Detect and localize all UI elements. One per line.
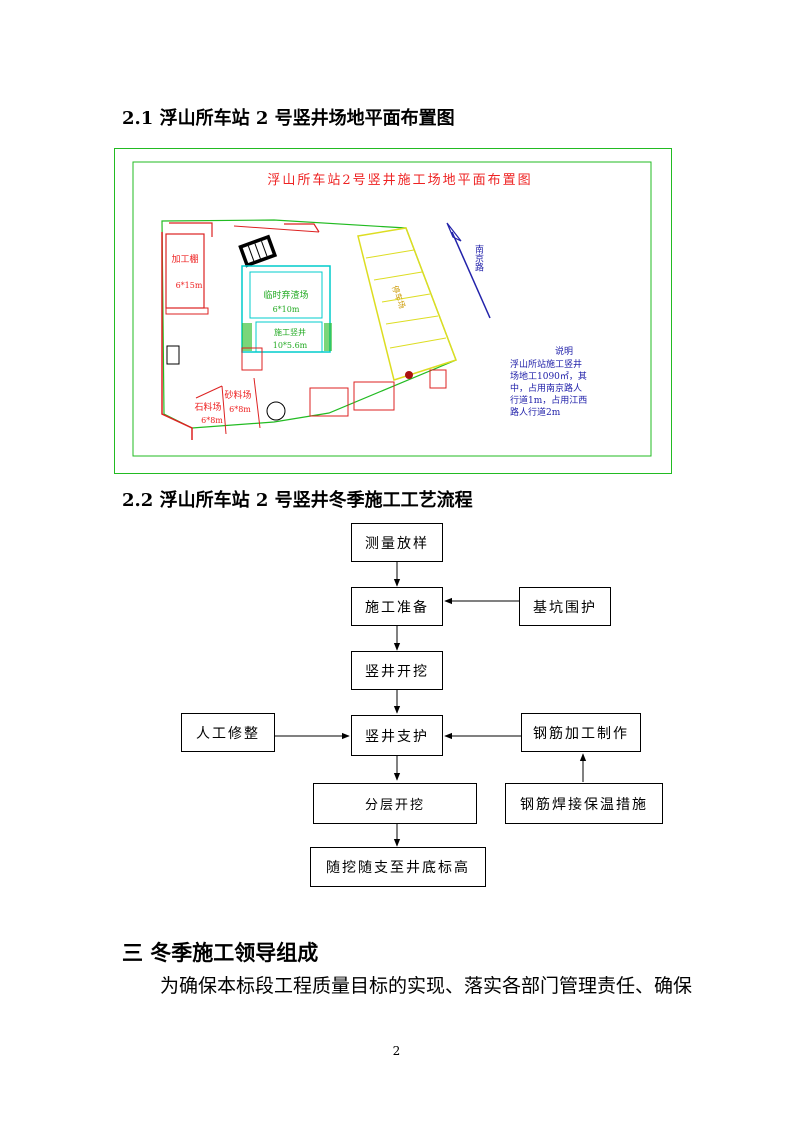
road-label: 南京路	[473, 243, 484, 272]
shaft-size: 10*5.6m	[273, 341, 308, 350]
flow-shaft-excavate-text: 竖井开挖	[365, 663, 429, 680]
flow-rebar-weld-text: 钢筋焊接保温措施	[520, 796, 648, 813]
gate-symbol	[166, 345, 180, 365]
shaft	[255, 321, 323, 353]
flow-manual-trim-text: 人工修整	[196, 725, 260, 742]
outer-frame	[114, 148, 672, 474]
note-line-3: 中，占用南京路人	[510, 382, 582, 394]
flow-box-rebar-weld: 钢筋焊接保温措施	[505, 783, 663, 824]
page-number: 2	[392, 1044, 401, 1058]
section-2-1-heading: 2.1 浮山所车站 2 号竖井场地平面布置图	[122, 108, 455, 129]
processing-shed-size: 6*15m	[176, 281, 203, 290]
small-store	[241, 347, 263, 371]
store-1	[309, 387, 349, 417]
flow-final-text: 随挖随支至井底标高	[326, 860, 470, 876]
flow-shaft-support-text: 竖井支护	[365, 728, 429, 745]
equipment-block	[238, 234, 278, 268]
note-title: 说明	[555, 345, 573, 357]
marker	[405, 371, 413, 379]
flow-box-prep: 施工准备	[351, 587, 443, 626]
temp-stockyard	[249, 271, 323, 319]
flow-box-final: 随挖随支至井底标高	[310, 847, 486, 887]
flow-box-manual-trim: 人工修整	[181, 713, 275, 752]
flow-box-pit-protect: 基坑围护	[519, 587, 611, 626]
stone-yard-label: 石料场	[194, 401, 221, 413]
flow-box-shaft-support: 竖井支护	[351, 715, 443, 756]
section-2-2-heading: 2.2 浮山所车站 2 号竖井冬季施工工艺流程	[122, 490, 473, 511]
site-plan-title: 浮山所车站2号竖井施工场地平面布置图	[267, 172, 532, 188]
site-plan-drawing: 浮山所车站2号竖井施工场地平面布置图 加工棚 6*15m 临时弃渣场 6*10m…	[114, 148, 672, 474]
section-3-paragraph: 为确保本标段工程质量目标的实现、落实各部门管理责任、确保	[160, 975, 693, 997]
temp-stockyard-label: 临时弃渣场	[263, 289, 308, 301]
note-line-2: 场地工1090㎡，其	[510, 370, 587, 382]
note-line-5: 路人行道2m	[510, 406, 561, 418]
road-arrow-line	[451, 231, 491, 319]
sand-yard-label: 砂料场	[224, 389, 251, 401]
flow-pit-protect-text: 基坑围护	[533, 599, 597, 616]
water-tank	[266, 401, 286, 421]
shed-hatch	[165, 307, 209, 315]
flow-box-rebar-make: 钢筋加工制作	[521, 713, 641, 752]
temp-stockyard-size: 6*10m	[273, 305, 300, 314]
road-arrow-head	[446, 222, 462, 242]
shaft-hatch-left	[242, 323, 252, 351]
flow-prep-text: 施工准备	[365, 599, 429, 616]
stone-yard-size: 6*8m	[201, 416, 223, 425]
parking-area	[357, 227, 457, 381]
note-line-4: 行道1m，占用江西	[510, 394, 587, 406]
flow-rebar-make-text: 钢筋加工制作	[533, 725, 629, 742]
shaft-hatch-right	[324, 323, 332, 351]
flow-box-survey: 测量放样	[351, 523, 443, 562]
flow-survey-text: 测量放样	[365, 535, 429, 552]
store-2	[353, 381, 395, 411]
flow-layer-excavate-text: 分层开挖	[364, 798, 425, 813]
flow-box-shaft-excavate: 竖井开挖	[351, 651, 443, 690]
sand-yard-size: 6*8m	[229, 405, 251, 414]
processing-shed-label: 加工棚	[171, 253, 198, 265]
inner-frame	[132, 161, 652, 457]
note-line-1: 浮山所站施工竖井	[510, 358, 582, 370]
guard-box	[429, 369, 447, 389]
shaft-label: 施工竖井	[274, 327, 306, 337]
flow-box-layer-excavate: 分层开挖	[313, 783, 477, 824]
section-3-heading: 三 冬季施工领导组成	[122, 940, 319, 965]
yard-boundary-left	[161, 232, 193, 440]
